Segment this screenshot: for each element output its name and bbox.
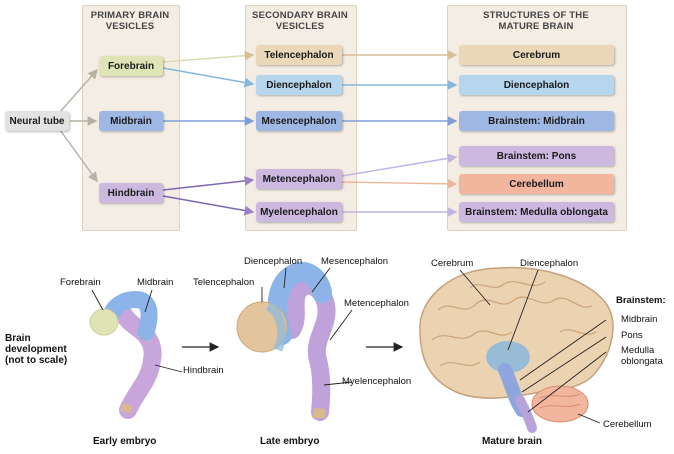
- arrow-forebrain-to-diencephalon: [162, 67, 255, 88]
- early-embryo-illustration: [89, 291, 162, 419]
- brain-development-label: Brain development (not to scale): [5, 333, 67, 366]
- mature-header-line2: MATURE BRAIN: [498, 21, 574, 32]
- myelencephalon-box: Myelencephalon: [256, 202, 342, 222]
- neural-tube-box: Neural tube: [5, 111, 69, 131]
- early-midbrain-label: Midbrain: [137, 277, 174, 288]
- early-hindbrain-label: Hindbrain: [183, 365, 224, 376]
- telencephalon-box: Telencephalon: [256, 45, 342, 65]
- cerebrum-box: Cerebrum: [459, 45, 614, 65]
- side-label-line3: (not to scale): [5, 355, 68, 366]
- brainstem-medulla-box: Brainstem: Medulla oblongata: [459, 202, 614, 222]
- late-embryo-illustration: [236, 261, 336, 421]
- late-mesencephalon-label: Mesencephalon: [321, 256, 389, 267]
- early-forebrain-label: Forebrain: [60, 277, 101, 288]
- mature-structures-header: STRUCTURES OF THE MATURE BRAIN: [447, 10, 625, 32]
- late-embryo-caption: Late embryo: [260, 436, 320, 447]
- early-embryo-caption: Early embryo: [93, 436, 157, 447]
- primary-header-line1: PRIMARY BRAIN: [90, 10, 170, 21]
- arrow-neural-to-hindbrain: [59, 129, 98, 183]
- late-myelencephalon-label: Myelencephalon: [342, 376, 412, 387]
- mature-brainstem-label: Brainstem:: [616, 295, 666, 306]
- brainstem-midbrain-box: Brainstem: Midbrain: [459, 111, 614, 131]
- late-diencephalon-label: Diencephalon: [244, 256, 303, 267]
- diencephalon-mature-box: Diencephalon: [459, 75, 614, 95]
- mature-pons-label: Pons: [621, 330, 643, 341]
- mature-diencephalon-label: Diencephalon: [520, 258, 579, 269]
- diencephalon-box: Diencephalon: [256, 75, 342, 95]
- arrow-forebrain-to-telencephalon: [162, 50, 255, 63]
- late-telencephalon-label: Telencephalon: [193, 277, 255, 288]
- mature-header-line1: STRUCTURES OF THE: [483, 10, 589, 21]
- primary-vesicles-header: PRIMARY BRAIN VESICLES: [82, 10, 178, 32]
- primary-header-line2: VESICLES: [105, 21, 155, 32]
- mature-cerebellum-label: Cerebellum: [603, 419, 652, 430]
- arrow-hindbrain-to-metencephalon: [162, 176, 255, 191]
- leader-lines: [91, 267, 607, 424]
- late-metencephalon-label: Metencephalon: [344, 298, 409, 309]
- mature-medulla-label: Medulla oblongata: [621, 345, 663, 367]
- arrow-metencephalon-to-pons: [341, 153, 458, 177]
- hindbrain-box: Hindbrain: [99, 183, 163, 203]
- medulla-line2: oblongata: [621, 356, 663, 367]
- mature-midbrain-label: Midbrain: [621, 314, 658, 325]
- secondary-vesicles-header: SECONDARY BRAIN VESICLES: [245, 10, 355, 32]
- cerebellum-box: Cerebellum: [459, 174, 614, 194]
- secondary-header-line2: VESICLES: [275, 21, 325, 32]
- mesencephalon-box: Mesencephalon: [256, 111, 342, 131]
- medulla-line1: Medulla: [621, 345, 655, 356]
- mature-brain-illustration: [419, 266, 614, 433]
- forebrain-box: Forebrain: [99, 56, 163, 76]
- side-label-line1: Brain: [5, 333, 31, 344]
- secondary-header-line1: SECONDARY BRAIN: [252, 10, 348, 21]
- metencephalon-box: Metencephalon: [256, 169, 342, 189]
- arrow-hindbrain-to-myelencephalon: [162, 195, 255, 216]
- side-label-line2: development: [5, 344, 67, 355]
- midbrain-box: Midbrain: [99, 111, 163, 131]
- arrow-neural-to-forebrain: [59, 68, 98, 113]
- mature-cerebrum-label: Cerebrum: [431, 258, 474, 269]
- mature-brain-caption: Mature brain: [482, 436, 543, 447]
- brainstem-pons-box: Brainstem: Pons: [459, 146, 614, 166]
- arrow-metencephalon-to-cerebellum: [341, 178, 458, 189]
